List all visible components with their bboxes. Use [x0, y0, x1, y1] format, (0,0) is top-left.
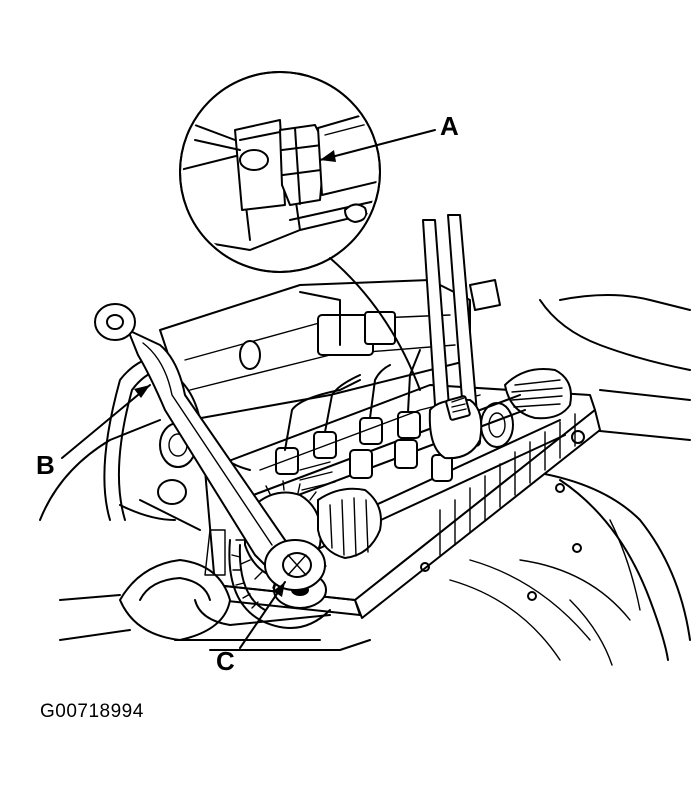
rear-cam-gear [480, 368, 572, 448]
callout-b-label: B [36, 450, 55, 480]
leader-lines [61, 129, 436, 649]
wrench-b [94, 303, 326, 591]
figure-id: G00718994 [40, 701, 144, 722]
intake-cam-gear [317, 487, 382, 559]
callout-a-label: A [440, 111, 459, 141]
engine-bay-outline [39, 294, 691, 666]
lower-front [59, 529, 371, 651]
wrench-a [422, 214, 501, 460]
detail-magnifier [179, 71, 421, 391]
callout-c-label: C [216, 646, 235, 676]
